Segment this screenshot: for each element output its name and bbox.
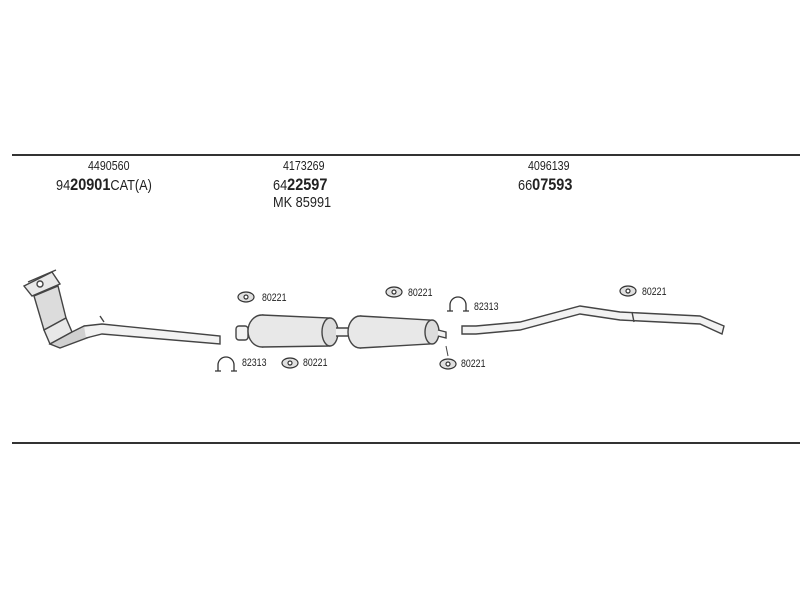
part-code-rear: 6607593	[518, 175, 573, 194]
clamp-label: 82313	[474, 301, 499, 313]
gasket-icon	[281, 357, 299, 369]
part-code-middle-extra: MK 85991	[273, 194, 332, 211]
gasket-label: 80221	[262, 292, 287, 304]
clamp-label: 82313	[242, 357, 267, 369]
gasket-icon	[385, 286, 403, 298]
gasket-icon	[237, 291, 255, 303]
top-divider	[12, 154, 800, 156]
center-silencer-assembly	[235, 314, 447, 349]
front-pipe	[83, 315, 221, 345]
gasket-icon-group	[237, 285, 637, 370]
catalytic-converter	[22, 269, 94, 349]
gasket-icon	[439, 358, 457, 370]
ref-number-rear: 4096139	[528, 158, 570, 173]
gasket-label: 80221	[408, 287, 433, 299]
clamp-icon	[447, 296, 469, 312]
bottom-divider	[12, 442, 800, 444]
tail-pipe	[461, 305, 725, 335]
ref-number-front: 4490560	[88, 158, 130, 173]
gasket-label: 80221	[642, 286, 667, 298]
clamp-icon	[215, 356, 237, 372]
gasket-icon	[619, 285, 637, 297]
part-code-front: 9420901CAT(A)	[56, 175, 152, 194]
clamp-icon-group	[215, 296, 469, 372]
part-code-middle: 6422597	[273, 175, 328, 194]
ref-number-middle: 4173269	[283, 158, 325, 173]
gasket-label: 80221	[303, 357, 328, 369]
gasket-label: 80221	[461, 358, 486, 370]
